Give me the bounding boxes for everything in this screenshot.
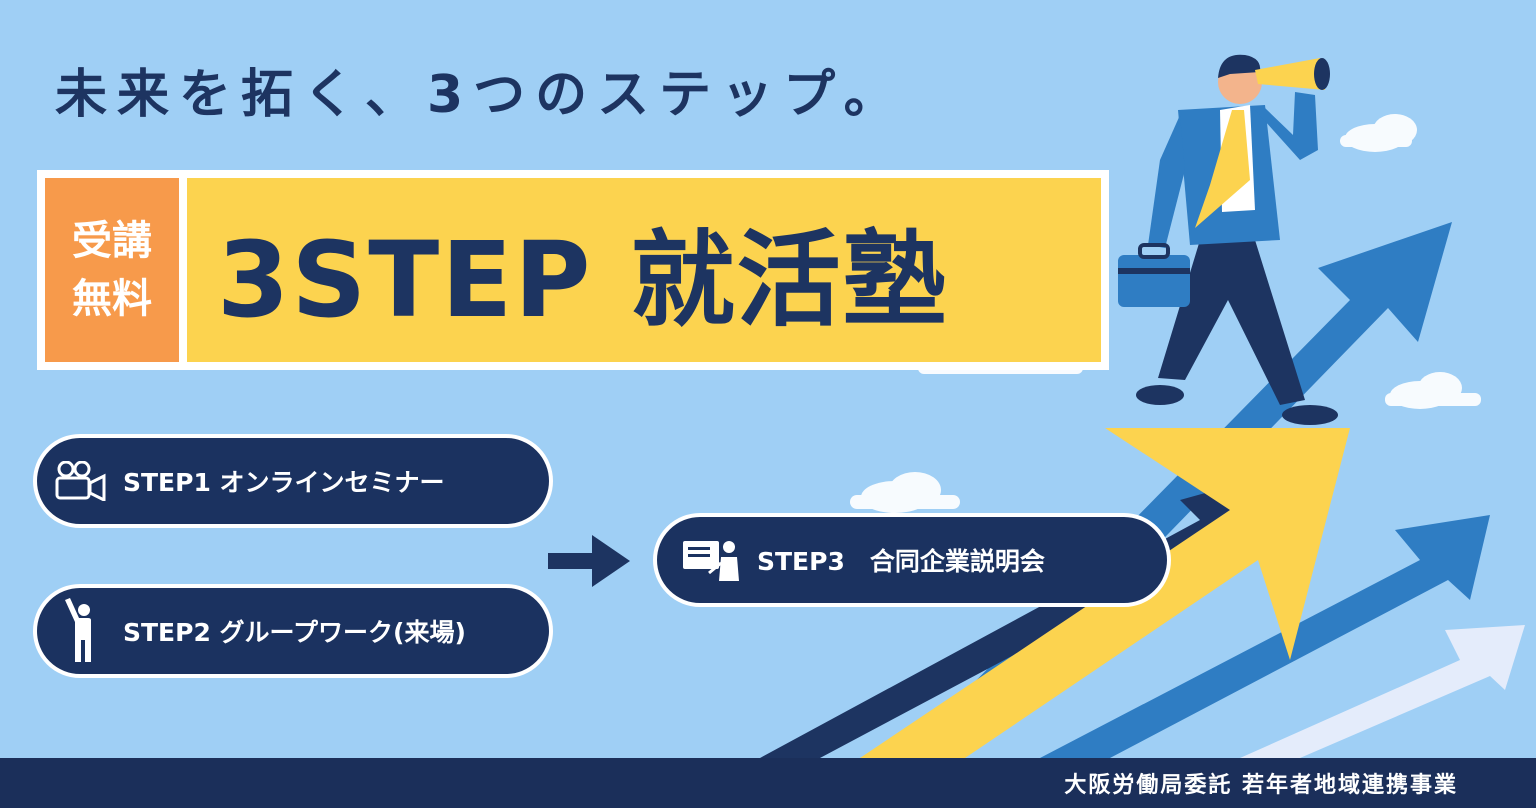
title-banner: 受講 無料 3STEP 就活塾 <box>37 170 1109 370</box>
businessman-illustration <box>1118 54 1338 425</box>
arrow-right-icon <box>548 535 630 587</box>
footer-text: 大阪労働局委託 若年者地域連携事業 <box>1064 773 1458 798</box>
free-badge: 受講 無料 <box>45 178 179 362</box>
cloud-icon <box>1340 114 1417 152</box>
step2-pill: STEP2 グループワーク(来場) <box>33 584 553 678</box>
blue-arrow-front <box>1040 515 1490 758</box>
video-camera-icon <box>51 461 111 501</box>
yellow-arrow <box>860 428 1350 758</box>
presentation-board-icon <box>677 537 747 583</box>
step3-label: STEP3 合同企業説明会 <box>757 547 1045 576</box>
footer-bar: 大阪労働局委託 若年者地域連携事業 <box>0 758 1536 808</box>
step2-label: STEP2 グループワーク(来場) <box>123 618 466 647</box>
main-title: 3STEP 就活塾 <box>187 178 1101 362</box>
badge-line-1: 受講 <box>72 218 152 264</box>
navy-arrow <box>760 475 1270 758</box>
cloud-icon <box>850 472 960 513</box>
step1-pill: STEP1 オンラインセミナー <box>33 434 553 528</box>
step3-pill: STEP3 合同企業説明会 <box>653 513 1171 607</box>
person-raising-hand-icon <box>51 598 111 664</box>
badge-line-2: 無料 <box>72 276 152 322</box>
step1-label: STEP1 オンラインセミナー <box>123 468 445 497</box>
cloud-icon <box>1385 372 1481 409</box>
pale-arrow <box>1240 625 1525 758</box>
headline: 未来を拓く、3つのステップ。 <box>55 65 906 125</box>
